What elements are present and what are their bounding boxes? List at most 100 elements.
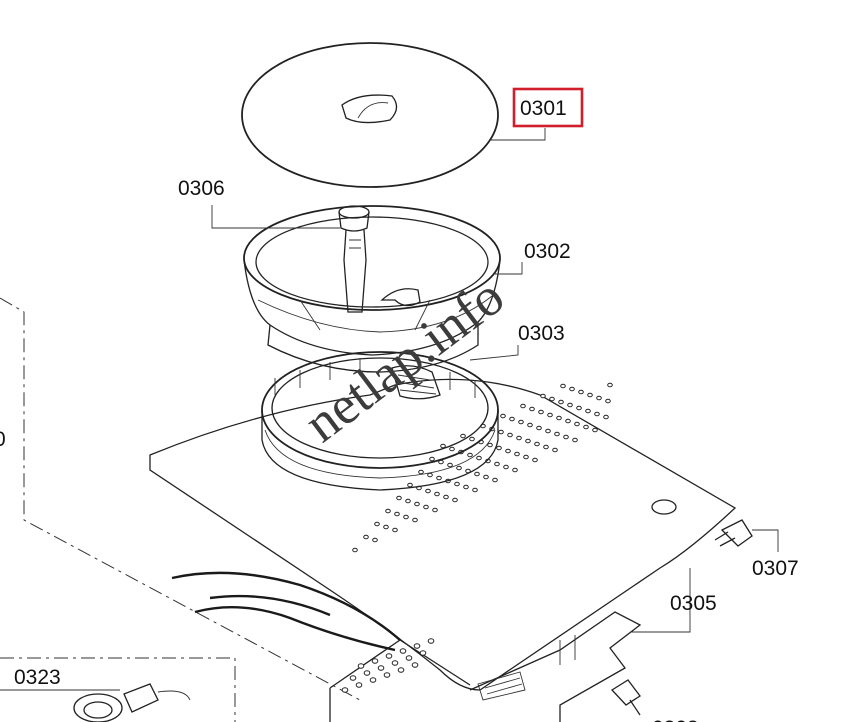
chassis-hole (363, 670, 371, 676)
vent-hole (456, 465, 462, 471)
vent-hole (543, 444, 549, 450)
bearing-ring (261, 351, 499, 491)
vent-hole (476, 455, 482, 461)
vent-hole (383, 524, 389, 530)
chassis-hole (397, 667, 405, 673)
vent-hole (492, 477, 498, 483)
vent-hole (538, 409, 544, 415)
vent-hole (594, 411, 600, 417)
chassis-hole (419, 650, 427, 656)
vent-hole (587, 392, 593, 398)
vent-hole (394, 511, 400, 517)
vent-hole (418, 469, 424, 475)
vent-hole (569, 386, 575, 392)
highlight-box-0301 (512, 87, 584, 128)
cable-wires (171, 571, 401, 652)
vent-hole (427, 472, 433, 478)
vent-hole (505, 448, 511, 454)
vent-hole (585, 408, 591, 414)
vent-hole (563, 434, 569, 440)
vent-hole (363, 534, 369, 540)
vent-hole (436, 475, 442, 481)
bowl (243, 205, 501, 373)
vent-hole (403, 514, 409, 520)
chassis-hole (341, 687, 349, 693)
vent-hole (460, 433, 466, 439)
vent-hole (425, 488, 431, 494)
vent-hole (545, 428, 551, 434)
chassis-hole (371, 658, 379, 664)
vent-hole (374, 521, 380, 527)
chassis-hole (385, 653, 393, 659)
vent-hole (423, 504, 429, 510)
chassis-hole (427, 638, 435, 644)
vent-hole (467, 452, 473, 458)
vent-hole (534, 441, 540, 447)
motor-hub (391, 365, 441, 400)
vent-hole (472, 487, 478, 493)
clip-0308 (610, 679, 641, 716)
part-label-0305[interactable]: 0305 (670, 592, 717, 615)
vent-hole (514, 451, 520, 457)
vent-hole (605, 398, 611, 404)
vent-hole (603, 414, 609, 420)
vent-hole (547, 412, 553, 418)
part-label-0306[interactable]: 0306 (178, 177, 225, 200)
vent-hole (516, 435, 522, 441)
chassis-hole (399, 648, 407, 654)
vent-hole (434, 491, 440, 497)
vent-hole (583, 424, 589, 430)
vent-hole (567, 402, 573, 408)
vent-hole (500, 413, 506, 419)
part-label-0308[interactable]: 0308 (652, 717, 699, 722)
leader-lines (0, 128, 779, 691)
chassis-hole (405, 655, 413, 661)
vent-hole (496, 445, 502, 451)
vent-hole (407, 482, 413, 488)
vent-hole (474, 471, 480, 477)
vent-hole (592, 427, 598, 433)
vent-hole (454, 481, 460, 487)
lid-disc (241, 42, 499, 188)
chassis-hole (383, 672, 391, 678)
vent-hole (523, 454, 529, 460)
vent-hole (520, 403, 526, 409)
chassis-hole (391, 660, 399, 666)
vent-hole (372, 537, 378, 543)
clip-0307 (714, 519, 753, 547)
part-0323-assembly (73, 683, 191, 722)
vent-hole (452, 497, 458, 503)
part-label-0301[interactable]: 0301 (520, 97, 567, 120)
vent-hole (412, 517, 418, 523)
lower-chassis (329, 611, 642, 722)
vent-hole (529, 406, 535, 412)
chassis-hole (357, 663, 365, 669)
vent-hole (560, 383, 566, 389)
part-label-left-edge: 0 (0, 428, 6, 451)
vent-hole (352, 547, 358, 553)
vent-hole (429, 456, 435, 462)
part-label-0303[interactable]: 0303 (518, 322, 565, 345)
part-label-0302[interactable]: 0302 (524, 240, 571, 263)
part-label-0323[interactable]: 0323 (14, 666, 61, 689)
vent-hole (469, 436, 475, 442)
part-label-0307[interactable]: 0307 (752, 557, 799, 580)
chassis-hole (369, 677, 377, 683)
chassis-holes (341, 638, 435, 693)
vent-hole (494, 461, 500, 467)
vent-hole (463, 484, 469, 490)
assembly-frame-lines (0, 297, 361, 722)
vent-hole (558, 399, 564, 405)
vent-hole (483, 474, 489, 480)
vent-hole (536, 425, 542, 431)
chassis-hole (349, 675, 357, 681)
vent-hole (447, 462, 453, 468)
vent-hole (607, 382, 613, 388)
vent-hole (414, 501, 420, 507)
vent-hole (574, 421, 580, 427)
chassis-hole (411, 662, 419, 668)
vent-hole (443, 494, 449, 500)
vent-hole (572, 437, 578, 443)
vent-hole (556, 415, 562, 421)
